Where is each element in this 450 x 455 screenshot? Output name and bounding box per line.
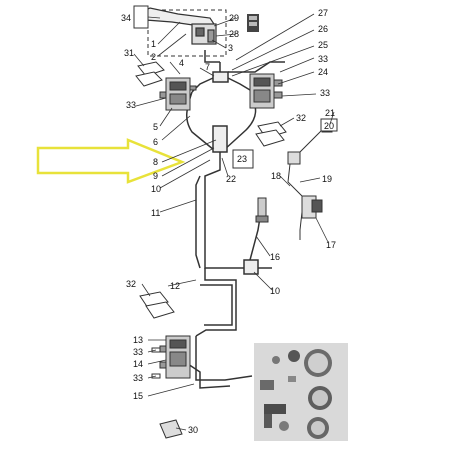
- callout-20: 20: [324, 121, 334, 131]
- callout-29: 29: [229, 13, 239, 23]
- callout-26: 26: [318, 24, 328, 34]
- callout-9: 9: [153, 171, 158, 181]
- callout-17: 17: [326, 240, 336, 250]
- callout-15: 15: [133, 391, 143, 401]
- label-box-34: [133, 5, 149, 29]
- brake-pads-right: [255, 121, 287, 147]
- caliper-upper-left: [159, 77, 197, 111]
- caliper-upper-right: [249, 73, 283, 109]
- callout-11: 11: [151, 208, 160, 218]
- callout-10-upper: 10: [151, 184, 161, 194]
- callout-32: 32: [126, 279, 136, 289]
- brake-lines: [186, 50, 285, 389]
- bracket-30: [159, 419, 183, 439]
- callout-12: 12: [170, 281, 180, 291]
- callout-8: 8: [153, 157, 158, 167]
- callout-30: 30: [188, 425, 198, 435]
- callout-19: 19: [322, 174, 332, 184]
- callout-1: 1: [151, 39, 156, 49]
- callout-25: 25: [318, 40, 328, 50]
- brake-pads-lower: [139, 291, 175, 319]
- leader-lines: [133, 13, 335, 431]
- callout-numbers: 34 29 28 1 2 3 4 7 27 26 25 31 33 24 33 …: [121, 8, 336, 435]
- callout-6: 6: [153, 137, 158, 147]
- label-box-20: [320, 118, 338, 132]
- callout-33-right: 33: [320, 88, 330, 98]
- callout-24: 24: [318, 67, 328, 77]
- callout-23: 23: [237, 154, 247, 164]
- callout-33-left: 33: [126, 100, 136, 110]
- callout-4: 4: [179, 58, 184, 68]
- callout-31-top: 31: [124, 48, 134, 58]
- callout-28: 28: [229, 29, 239, 39]
- callout-31-right: 32: [296, 113, 306, 123]
- reservoir-icon: [247, 14, 259, 32]
- callout-22: 22: [226, 174, 236, 184]
- callout-2: 2: [151, 52, 156, 62]
- callout-14: 14: [133, 359, 143, 369]
- callout-10-lower: 10: [270, 286, 280, 296]
- callout-18: 18: [271, 171, 281, 181]
- callout-16: 16: [270, 252, 280, 262]
- callout-34: 34: [121, 13, 131, 23]
- callout-33-top: 33: [318, 54, 328, 64]
- brake-lever-part: [141, 7, 217, 45]
- callout-27: 27: [318, 8, 328, 18]
- pointer-arrow: [36, 138, 186, 184]
- valve-18: [255, 197, 269, 223]
- brake-pads-upper-left: [135, 61, 165, 87]
- callout-5: 5: [153, 122, 158, 132]
- callout-13: 13: [133, 335, 143, 345]
- label-box-23: [232, 149, 254, 169]
- master-cylinder-dashed-box: [147, 9, 227, 57]
- callout-21: 21: [325, 108, 335, 118]
- callout-3: 3: [228, 43, 233, 53]
- callout-33-lower-b: 33: [133, 373, 143, 383]
- callout-33-lower-a: 33: [133, 347, 143, 357]
- callout-7: 7: [205, 62, 210, 72]
- caliper-lower-left: [159, 335, 191, 379]
- parts-photo-inset: [254, 343, 348, 441]
